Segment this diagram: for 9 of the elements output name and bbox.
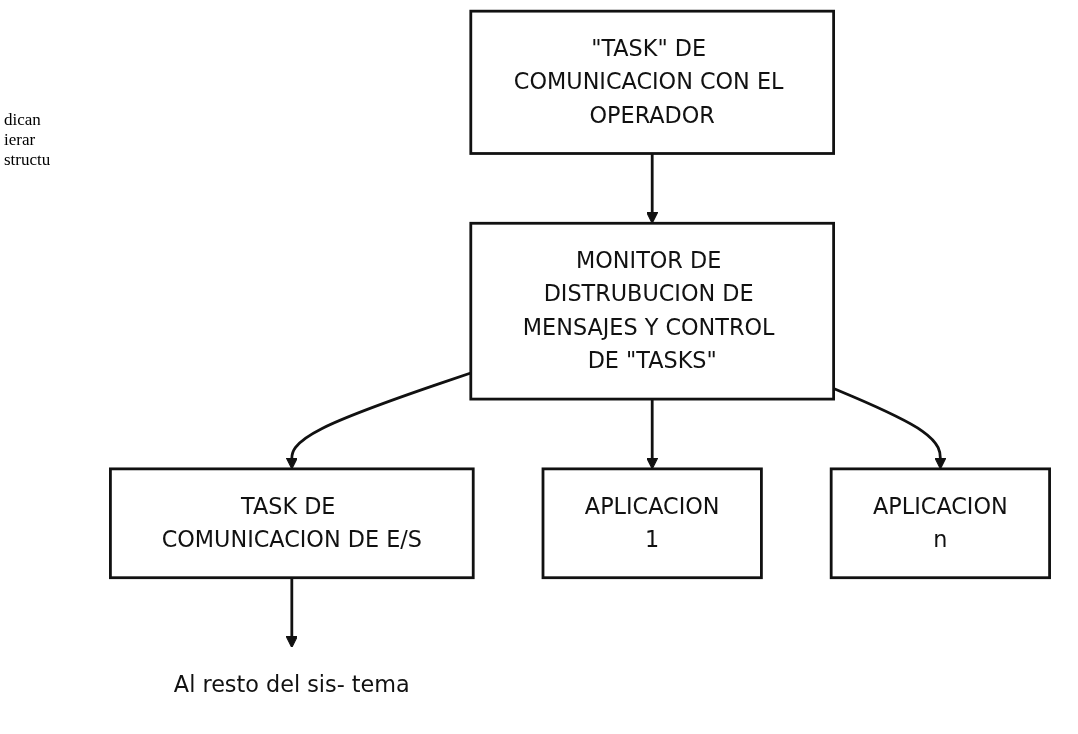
arrow — [646, 153, 659, 224]
note-text: dican ierar structu — [4, 110, 52, 170]
node-box: APLICACION n — [829, 467, 1051, 580]
node-box: TASK DE COMUNICACION DE E/S — [109, 467, 475, 580]
node-box: "TASK" DE COMUNICACION CON EL OPERADOR — [469, 9, 835, 155]
node-box: MONITOR DE DISTRUBUCION DE MENSAJES Y CONTROL DE "TASKS" — [469, 221, 835, 401]
arrow — [285, 577, 298, 649]
node-text: Al resto del sis- tema — [173, 671, 410, 698]
node-box: APLICACION 1 — [541, 467, 763, 580]
